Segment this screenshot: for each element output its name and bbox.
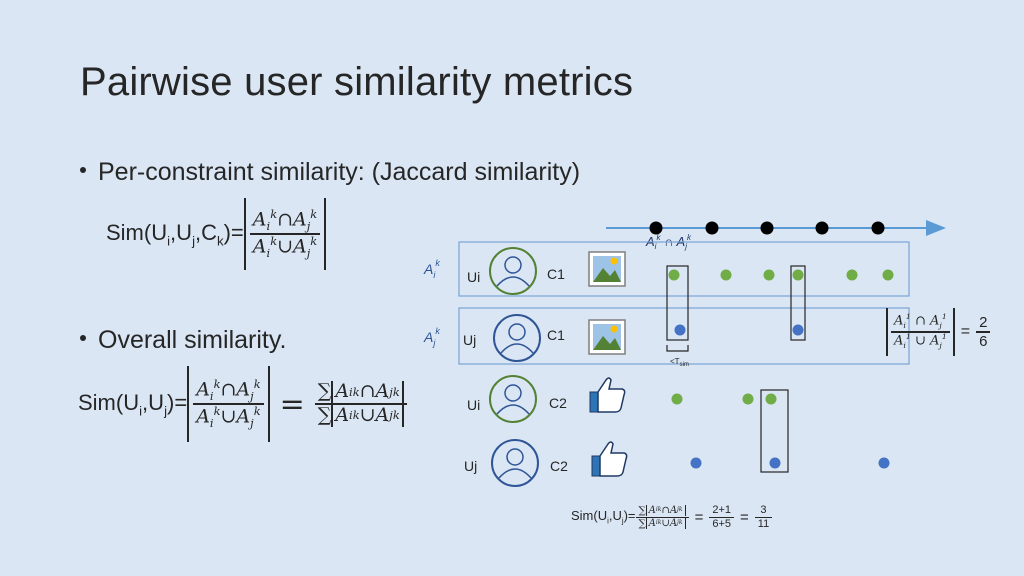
timeline-point <box>649 221 663 235</box>
green-point <box>668 269 680 281</box>
example-c1-result: 2 6 <box>976 314 991 350</box>
constraint-label-c1: C1 <box>547 327 565 343</box>
constraint-label-c1: C1 <box>547 266 565 282</box>
jaccard-fraction: Aik∩Ajk Aik∪Ajk <box>243 198 327 270</box>
bullet-per-constraint: Per-constraint similarity: (Jaccard simi… <box>80 158 580 187</box>
blue-point <box>769 457 781 469</box>
tsim-label: <Tsim <box>670 357 689 368</box>
ui-c2-points <box>671 393 777 405</box>
example-c1-similarity: Ai1 ∩ Aj1 Ai1 ∪ Aj1 = 2 6 <box>886 308 991 356</box>
uj-c1-points <box>674 324 804 336</box>
user-avatar-ui-1 <box>489 247 537 295</box>
set-label-a-j: Ajk <box>423 326 440 348</box>
bottom-formula-lhs: Sim(Ui,Uj)= <box>571 508 636 526</box>
bullet-overall-text: Overall similarity. <box>98 326 287 354</box>
row-label-uj-2: Uj <box>464 458 478 474</box>
green-point <box>720 269 732 281</box>
blue-point <box>878 457 890 469</box>
formula1-lhs: Sim(Ui,Uj,Ck)= <box>106 219 244 249</box>
formula2-lhs: Sim(Ui,Uj)= <box>78 389 188 419</box>
constraint-label-c2: C2 <box>549 395 567 411</box>
thumbs-up-icon <box>591 441 628 477</box>
blue-point <box>674 324 686 336</box>
bullet-dot <box>80 335 86 342</box>
overall-fraction-a: Aik∩Ajk Aik∪Ajk <box>187 366 270 442</box>
bottom-fraction-sum: 2+1 6+5 <box>709 504 734 530</box>
timeline-point <box>705 221 719 235</box>
match-box-2 <box>790 265 806 341</box>
row-box-a-i <box>458 241 910 297</box>
green-point <box>792 269 804 281</box>
row-label-ui-2: Ui <box>467 397 481 413</box>
user-avatar-uj-1 <box>493 314 541 362</box>
green-point <box>671 393 683 405</box>
image-icon <box>588 251 626 287</box>
equals-sign: = <box>279 386 305 422</box>
page-title: Pairwise user similarity metrics <box>80 60 634 104</box>
timeline-point <box>815 221 829 235</box>
green-point <box>765 393 777 405</box>
user-avatar-ui-2 <box>489 375 537 423</box>
bottom-fraction-result: 3 11 <box>754 504 773 530</box>
timeline-points <box>649 221 885 235</box>
green-point <box>742 393 754 405</box>
green-point <box>763 269 775 281</box>
match-box-1 <box>666 265 689 341</box>
blue-point <box>690 457 702 469</box>
set-label-a-i: Aik <box>423 258 440 280</box>
timeline-point <box>760 221 774 235</box>
tsim-bracket <box>666 345 689 352</box>
row-label-uj-1: Uj <box>463 332 477 348</box>
image-icon <box>588 319 626 355</box>
bullet-dot <box>80 167 86 174</box>
uj-c2-points <box>690 457 890 469</box>
bullet-per-constraint-text: Per-constraint similarity: (Jaccard simi… <box>98 158 581 186</box>
match-box-3 <box>760 389 789 473</box>
per-constraint-formula: Sim(Ui,Uj,Ck)= Aik∩Ajk Aik∪Ajk <box>106 198 327 270</box>
constraint-label-c2: C2 <box>550 458 568 474</box>
user-avatar-uj-2 <box>491 439 539 487</box>
bullet-overall: Overall similarity. <box>80 326 286 355</box>
row-label-ui-1: Ui <box>467 269 481 285</box>
row-box-a-j <box>458 307 910 365</box>
ui-c1-points <box>668 269 894 281</box>
timeline-point <box>871 221 885 235</box>
green-point <box>882 269 894 281</box>
green-point <box>846 269 858 281</box>
thumbs-up-icon <box>589 377 626 413</box>
blue-point <box>792 324 804 336</box>
